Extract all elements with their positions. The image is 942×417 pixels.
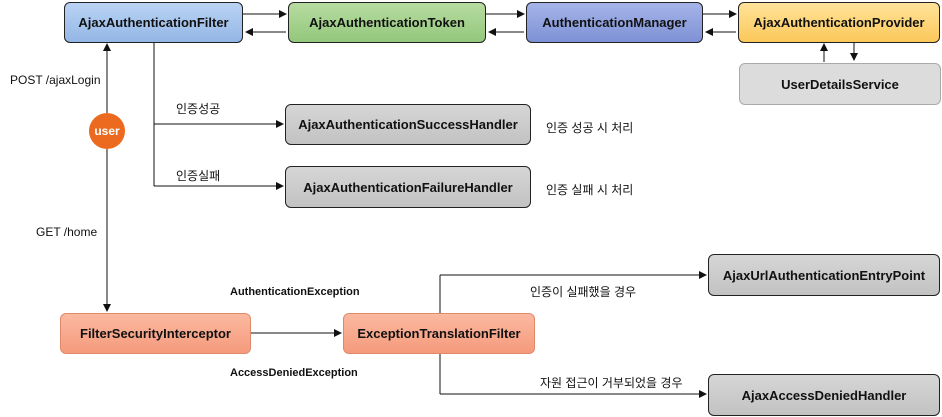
access-denied-handler-box: AjaxAccessDeniedHandler (708, 374, 940, 416)
auth-failed-case-label: 인증이 실패했을 경우 (530, 285, 637, 299)
ajax-authentication-provider-box: AjaxAuthenticationProvider (738, 2, 940, 43)
success-handler-box: AjaxAuthenticationSuccessHandler (285, 104, 531, 145)
authentication-manager-box: AuthenticationManager (526, 2, 703, 43)
authentication-exception-label: AuthenticationException (230, 286, 360, 298)
success-desc-label: 인증 성공 시 처리 (546, 121, 634, 135)
get-home-label: GET /home (36, 225, 98, 239)
auth-failure-label: 인증실패 (176, 169, 221, 183)
ajax-authentication-token-box: AjaxAuthenticationToken (288, 2, 486, 43)
filter-security-interceptor-box: FilterSecurityInterceptor (60, 313, 251, 354)
access-denied-exception-label: AccessDeniedException (230, 367, 358, 379)
exception-translation-filter-box: ExceptionTranslationFilter (343, 313, 535, 354)
user-node: user (89, 113, 125, 149)
entry-point-box: AjaxUrlAuthenticationEntryPoint (708, 254, 940, 296)
failure-desc-label: 인증 실패 시 처리 (546, 183, 634, 197)
post-login-label: POST /ajaxLogin (10, 73, 101, 87)
user-details-service-box: UserDetailsService (739, 63, 941, 105)
access-denied-case-label: 자원 접근이 거부되었을 경우 (540, 376, 683, 390)
ajax-authentication-filter-box: AjaxAuthenticationFilter (64, 2, 243, 43)
auth-success-label: 인증성공 (176, 102, 221, 116)
failure-handler-box: AjaxAuthenticationFailureHandler (285, 166, 531, 208)
